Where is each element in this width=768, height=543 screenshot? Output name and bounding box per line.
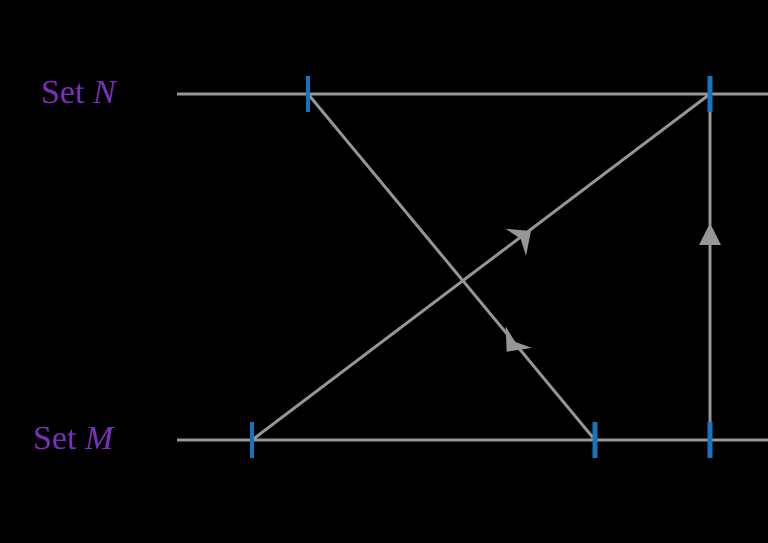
set-m-label: Set M <box>33 422 113 456</box>
set-m-label-symbol: M <box>84 420 114 457</box>
arrow-n1-to-m2-shaft <box>306 93 597 441</box>
set-n-label: Set N <box>41 76 116 110</box>
set-m-label-prefix: Set <box>33 420 77 457</box>
arrow-m1-to-n2-head <box>505 228 531 256</box>
arrow-n1-to-m2-head <box>505 326 532 352</box>
set-n-label-symbol: N <box>92 74 116 111</box>
set-n-label-prefix: Set <box>41 74 85 111</box>
arrow-m1-to-n2-shaft <box>251 92 711 442</box>
arrow-m3-to-n2-head <box>699 223 721 245</box>
